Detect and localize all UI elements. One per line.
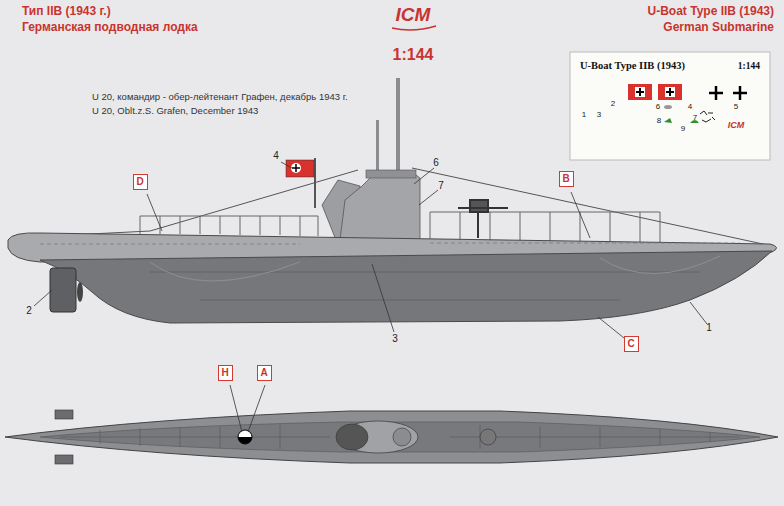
color-key-letter: H [221,367,228,379]
callout-number: 4 [273,150,279,162]
brand-logo: ICM [396,4,431,26]
callout-number: 1 [706,322,712,334]
decal-number: 2 [611,99,615,108]
color-key-letter: C [627,338,634,350]
header-text: U-Boat Type IIB (1943) [648,5,774,19]
color-key-box: C [624,336,639,352]
decal-number: 8 [657,116,661,125]
color-key-box: A [257,365,272,381]
decal-number: 6 [656,102,660,111]
header-text: Тип IIB (1943 г.) [22,5,111,19]
decal-number: 1 [582,110,586,119]
callout-number: 7 [438,180,444,192]
brand-logo: ICM [728,120,745,130]
callout-number: 3 [392,333,398,345]
color-key-box: B [559,171,574,187]
decal-number: 4 [688,102,692,111]
scale-text: 1:144 [393,46,434,64]
decal-number: 7 [693,113,697,122]
color-key-box: H [218,365,233,381]
header-text: Германская подводная лодка [22,21,198,35]
decal-number: 9 [681,124,685,133]
scale-text: 1:144 [738,61,760,72]
caption-text: U 20, Oblt.z.S. Grafen, December 1943 [92,106,258,117]
caption-text: U 20, командир - обер-лейтенант Графен, … [92,92,348,103]
color-key-box: D [133,174,148,190]
color-key-letter: A [260,367,267,379]
decal-number: 3 [597,110,601,119]
decal-title: U-Boat Type IIB (1943) [580,60,685,72]
callout-number: 2 [26,305,32,317]
callout-number: 6 [433,157,439,169]
color-key-letter: B [562,173,569,185]
decal-sheet: U-Boat Type IIB (1943) 1:144 1 2 3 4 5 6 7 8 9 ICM [570,52,770,160]
decal-number: 5 [734,102,738,111]
header-text: German Submarine [663,21,774,35]
color-key-letter: D [136,176,143,188]
